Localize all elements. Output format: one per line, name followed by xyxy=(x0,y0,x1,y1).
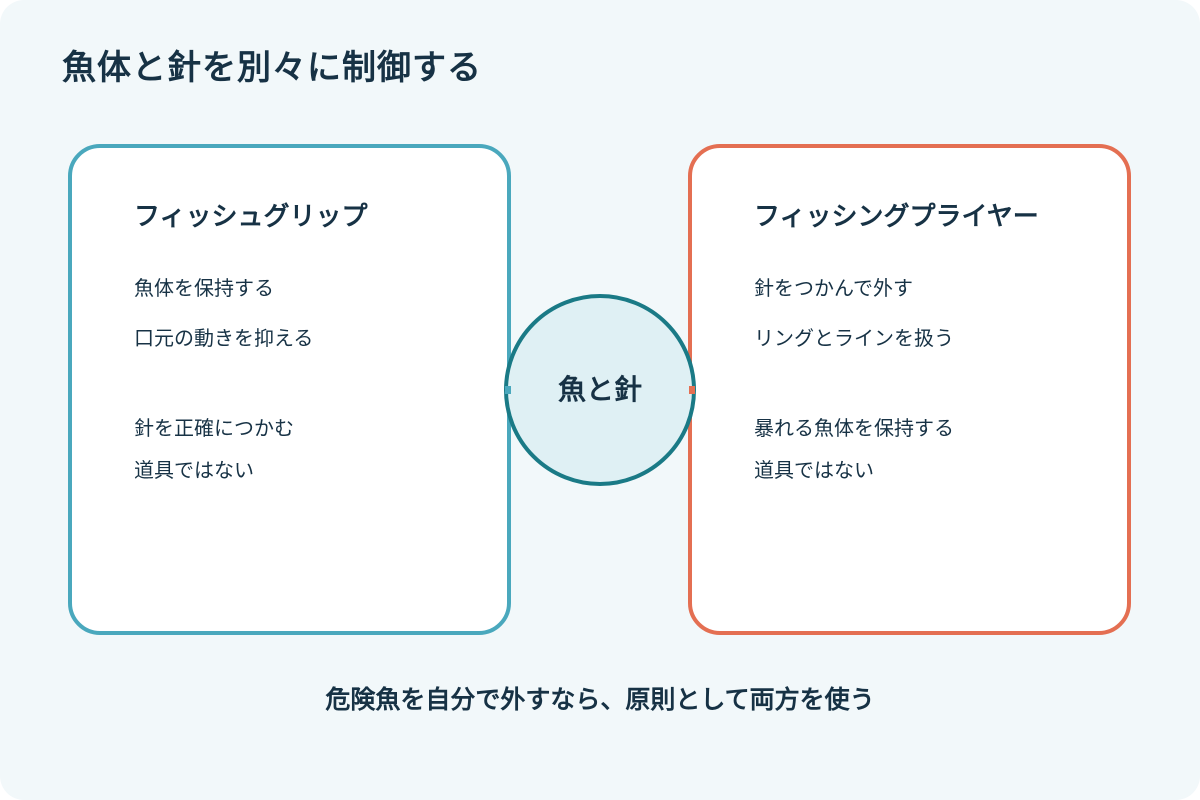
fishing-pliers-title: フィッシングプライヤー xyxy=(754,202,1039,232)
fishing-pliers-line: 暴れる魚体を保持する xyxy=(754,416,954,440)
fish-grip-title: フィッシュグリップ xyxy=(134,202,368,232)
fish-grip-line: 針を正確につかむ xyxy=(134,416,294,440)
footer-conclusion: 危険魚を自分で外すなら、原則として両方を使う xyxy=(325,685,875,714)
left-connector-marker xyxy=(505,386,511,394)
fish-grip-line: 道具ではない xyxy=(134,458,254,482)
fish-grip-card: フィッシュグリップ 魚体を保持する 口元の動きを抑える 針を正確につかむ 道具で… xyxy=(68,144,511,635)
fishing-pliers-line: 道具ではない xyxy=(754,458,874,482)
fishing-pliers-card: フィッシングプライヤー 針をつかんで外す リングとラインを扱う 暴れる魚体を保持… xyxy=(688,144,1131,635)
right-connector-marker xyxy=(689,386,695,394)
fish-grip-line: 魚体を保持する xyxy=(134,276,274,300)
center-hub-circle: 魚と針 xyxy=(504,294,696,486)
fishing-pliers-line: リングとラインを扱う xyxy=(754,326,954,350)
fishing-pliers-line: 針をつかんで外す xyxy=(754,276,913,300)
hub-label: 魚と針 xyxy=(557,373,642,406)
page-title: 魚体と針を別々に制御する xyxy=(62,48,482,88)
fish-grip-line: 口元の動きを抑える xyxy=(134,326,314,350)
